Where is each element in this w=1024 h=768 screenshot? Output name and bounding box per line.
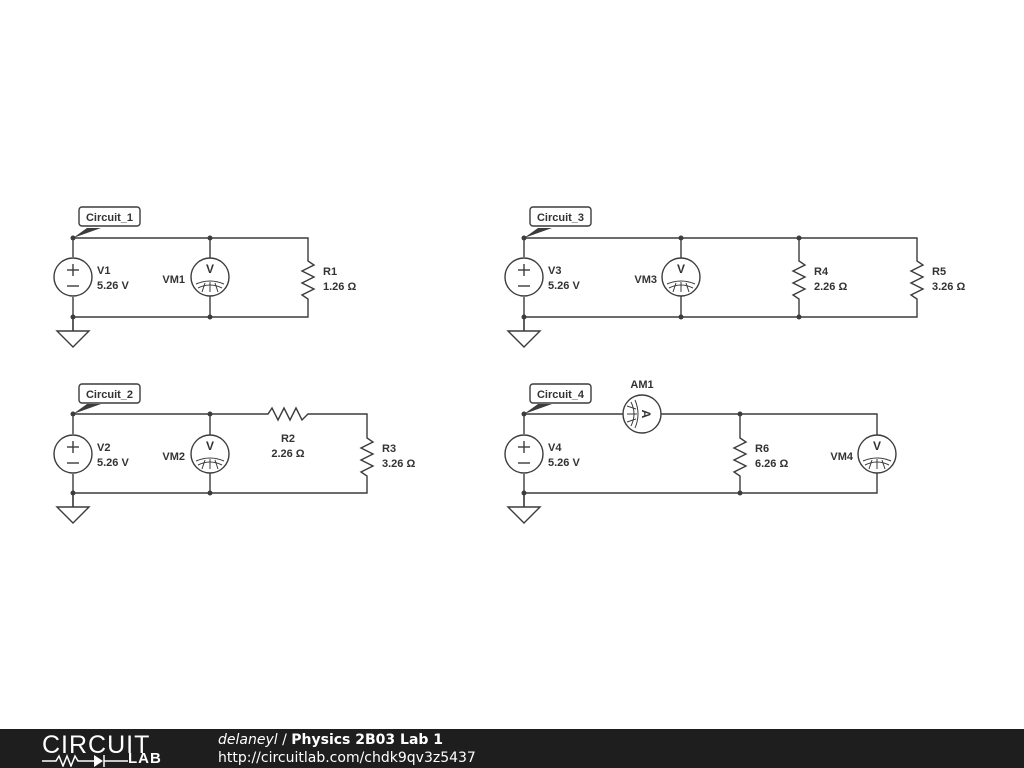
svg-text:R2: R2 — [281, 433, 295, 445]
ground-4 — [507, 492, 541, 524]
title-separator: / — [277, 732, 292, 748]
circuitlab-logo[interactable]: CIRCUIT LAB — [42, 731, 182, 767]
circuit-title[interactable]: Physics 2B03 Lab 1 — [291, 732, 444, 748]
resistor-r4[interactable]: R4 2.26 Ω — [792, 253, 847, 303]
circuit-4: Circuit_4 V4 5.26 V A AM1 R6 6.26 Ω V VM… — [504, 379, 897, 524]
svg-text:A: A — [639, 410, 653, 419]
svg-text:VM4: VM4 — [830, 451, 854, 463]
svg-text:V: V — [206, 439, 214, 453]
resistor-r3[interactable]: R3 3.26 Ω — [360, 430, 415, 480]
svg-text:VM3: VM3 — [634, 274, 657, 286]
svg-text:VM1: VM1 — [162, 274, 185, 286]
svg-text:R6: R6 — [755, 443, 769, 455]
resistor-r6[interactable]: R6 6.26 Ω — [733, 430, 788, 480]
svg-text:R5: R5 — [932, 266, 946, 278]
ammeter-am1[interactable]: A AM1 — [622, 379, 662, 434]
svg-text:R4: R4 — [814, 266, 829, 278]
svg-text:6.26 Ω: 6.26 Ω — [755, 458, 788, 470]
circuit-2: Circuit_2 V2 5.26 V V VM2 R2 2.26 Ω R3 3… — [53, 383, 415, 524]
svg-text:Circuit_2: Circuit_2 — [86, 389, 133, 401]
voltage-source-v3[interactable]: V3 5.26 V — [504, 257, 580, 297]
svg-text:2.26 Ω: 2.26 Ω — [814, 281, 847, 293]
ground-1 — [56, 316, 90, 348]
svg-text:V1: V1 — [97, 265, 110, 277]
circuit-url-link[interactable]: http://circuitlab.com/chdk9qv3z5437 — [218, 750, 476, 766]
net-label-circuit-1[interactable]: Circuit_1 — [78, 206, 141, 227]
voltmeter-vm4[interactable]: V VM4 — [830, 434, 897, 474]
svg-text:V4: V4 — [548, 442, 562, 454]
svg-text:V: V — [677, 262, 685, 276]
svg-text:2.26 Ω: 2.26 Ω — [271, 448, 304, 460]
resistor-r2[interactable]: R2 2.26 Ω — [263, 407, 313, 460]
footer-bar: CIRCUIT LAB delaneyl / Physics 2B03 Lab … — [0, 729, 1024, 768]
logo-wordmark-bottom: LAB — [128, 750, 162, 767]
voltage-source-v2[interactable]: V2 5.26 V — [53, 434, 129, 474]
svg-text:3.26 Ω: 3.26 Ω — [382, 458, 415, 470]
circuit-1: Circuit_1 V1 5.26 V V VM1 R1 1.26 Ω — [53, 206, 356, 348]
svg-text:1.26 Ω: 1.26 Ω — [323, 281, 356, 293]
ground-3 — [507, 316, 541, 348]
ground-2 — [56, 492, 90, 524]
svg-text:V: V — [873, 439, 881, 453]
svg-text:VM2: VM2 — [162, 451, 185, 463]
voltmeter-vm3[interactable]: V VM3 — [634, 257, 701, 297]
svg-text:Circuit_3: Circuit_3 — [537, 212, 584, 224]
logo-wordmark-top: CIRCUIT — [42, 731, 151, 759]
circuit-meta: delaneyl / Physics 2B03 Lab 1 http://cir… — [218, 731, 476, 767]
net-label-circuit-4[interactable]: Circuit_4 — [529, 383, 592, 404]
author-name[interactable]: delaneyl — [218, 732, 278, 748]
svg-text:3.26 Ω: 3.26 Ω — [932, 281, 965, 293]
voltmeter-vm2[interactable]: V VM2 — [162, 434, 230, 474]
svg-text:5.26 V: 5.26 V — [97, 457, 129, 469]
svg-text:Circuit_1: Circuit_1 — [86, 212, 133, 224]
svg-text:R3: R3 — [382, 443, 396, 455]
svg-text:AM1: AM1 — [630, 379, 653, 391]
svg-text:R1: R1 — [323, 266, 337, 278]
svg-text:V: V — [206, 262, 214, 276]
svg-text:5.26 V: 5.26 V — [548, 280, 580, 292]
voltmeter-vm1[interactable]: V VM1 — [162, 257, 230, 297]
svg-text:5.26 V: 5.26 V — [548, 457, 580, 469]
resistor-r5[interactable]: R5 3.26 Ω — [910, 253, 965, 303]
net-label-circuit-2[interactable]: Circuit_2 — [78, 383, 141, 404]
circuit-3: Circuit_3 V3 5.26 V V VM3 R4 2.26 Ω R5 3… — [504, 206, 965, 348]
resistor-r1[interactable]: R1 1.26 Ω — [301, 253, 356, 303]
svg-text:5.26 V: 5.26 V — [97, 280, 129, 292]
voltage-source-v1[interactable]: V1 5.26 V — [53, 257, 129, 297]
svg-text:V2: V2 — [97, 442, 110, 454]
svg-text:Circuit_4: Circuit_4 — [537, 389, 585, 401]
logo-circuit-symbol-icon — [42, 753, 128, 767]
net-label-circuit-3[interactable]: Circuit_3 — [529, 206, 592, 227]
svg-text:V3: V3 — [548, 265, 561, 277]
schematic-canvas: Circuit_1 V1 5.26 V V VM1 R1 1.26 Ω — [53, 206, 965, 524]
voltage-source-v4[interactable]: V4 5.26 V — [504, 434, 580, 474]
